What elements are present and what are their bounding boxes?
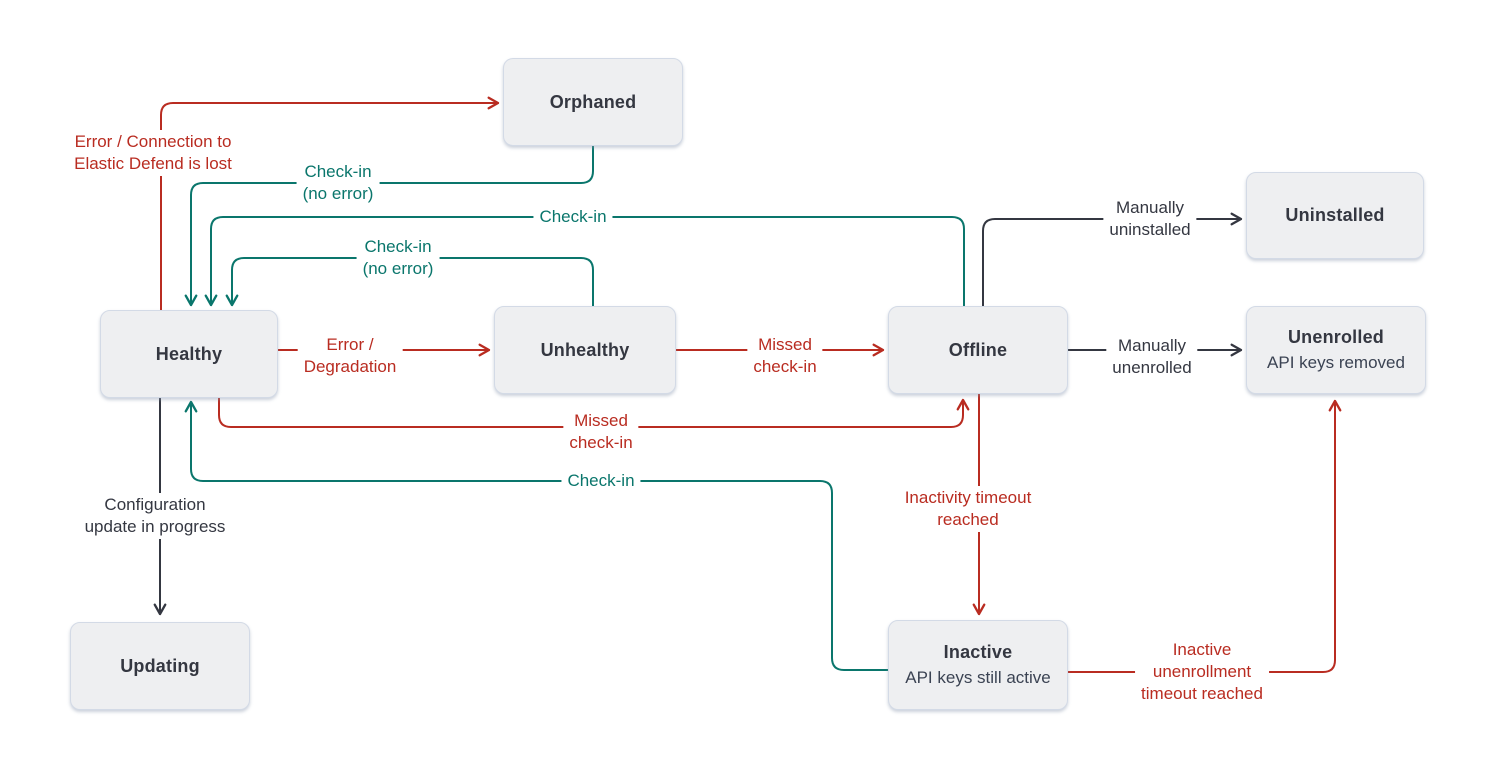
edge-label-healthy-to-updating: Configuration update in progress bbox=[78, 493, 232, 539]
node-offline: Offline bbox=[888, 306, 1068, 394]
edge-label-inactive-to-unenrolled: Inactive unenrollment timeout reached bbox=[1135, 638, 1269, 706]
edge-label-line: Missed bbox=[758, 335, 812, 354]
edge-label-line: uninstalled bbox=[1109, 220, 1191, 239]
node-uninstalled: Uninstalled bbox=[1246, 172, 1424, 259]
edge-label-healthy-to-unhealthy: Error / Degradation bbox=[297, 333, 403, 379]
node-orphaned: Orphaned bbox=[503, 58, 683, 146]
edge-label-line: Error / Connection to bbox=[74, 132, 232, 151]
edge-label-healthy-to-orphaned: Error / Connection to Elastic Defend is l… bbox=[68, 130, 238, 176]
node-subtitle-inactive: API keys still active bbox=[905, 668, 1051, 687]
edge-inactive-to-healthy bbox=[184, 400, 889, 671]
edge-label-line: Manually bbox=[1115, 198, 1185, 217]
edge-label-line: Check-in bbox=[567, 471, 635, 490]
edge-orphaned-to-healthy bbox=[184, 145, 594, 307]
edge-label-offline-to-unenrolled: Manually unenrolled bbox=[1106, 334, 1198, 380]
edge-label-line: Missed bbox=[574, 411, 628, 430]
node-title-healthy: Healthy bbox=[155, 343, 223, 364]
node-title-inactive: Inactive bbox=[943, 642, 1013, 662]
edge-label-line: Inactive bbox=[1172, 640, 1232, 659]
edge-label-offline-to-inactive: Inactivity timeout reached bbox=[898, 486, 1038, 532]
edge-label-line: Manually bbox=[1117, 336, 1187, 355]
edge-label-line: Configuration bbox=[104, 495, 206, 514]
node-subtitle-unenrolled: API keys removed bbox=[1267, 353, 1405, 372]
edge-label-line: Check-in bbox=[364, 237, 432, 256]
node-unhealthy: Unhealthy bbox=[494, 306, 676, 394]
edge-label-line: check-in bbox=[569, 433, 633, 452]
node-updating: Updating bbox=[70, 622, 250, 710]
edge-label-line: timeout reached bbox=[1141, 684, 1263, 703]
edge-label-orphaned-to-healthy: Check-in (no error) bbox=[296, 160, 380, 206]
edge-label-line: unenrolled bbox=[1112, 358, 1192, 377]
edge-inactive-to-unenrolled bbox=[1067, 399, 1342, 673]
node-title-uninstalled: Uninstalled bbox=[1285, 205, 1385, 225]
edge-label-line: Check-in bbox=[304, 162, 372, 181]
edge-label-unhealthy-to-offline: Missed check-in bbox=[747, 333, 823, 379]
node-title-offline: Offline bbox=[948, 339, 1008, 360]
edge-healthy-to-orphaned bbox=[160, 96, 500, 311]
edge-label-line: Inactivity timeout bbox=[904, 488, 1032, 507]
node-title-updating: Updating bbox=[120, 655, 200, 676]
edge-label-line: (no error) bbox=[362, 259, 434, 278]
edge-label-offline-to-healthy: Check-in bbox=[533, 205, 613, 229]
edge-label-line: Degradation bbox=[303, 357, 397, 376]
edge-label-line: reached bbox=[937, 510, 999, 529]
edge-label-unhealthy-to-healthy: Check-in (no error) bbox=[356, 235, 440, 281]
edge-label-line: update in progress bbox=[84, 517, 226, 536]
node-title-orphaned: Orphaned bbox=[549, 91, 637, 112]
edge-label-line: Check-in bbox=[539, 207, 607, 226]
edge-label-line: (no error) bbox=[302, 184, 374, 203]
edge-label-line: unenrollment bbox=[1152, 662, 1252, 681]
edge-label-line: check-in bbox=[753, 357, 817, 376]
edge-label-inactive-to-healthy: Check-in bbox=[561, 469, 641, 493]
edge-offline-to-uninstalled bbox=[982, 212, 1243, 307]
edge-label-line: Error / bbox=[326, 335, 374, 354]
node-title-unhealthy: Unhealthy bbox=[540, 339, 630, 360]
node-healthy: Healthy bbox=[100, 310, 278, 398]
edge-label-line: Elastic Defend is lost bbox=[74, 154, 232, 173]
edge-label-healthy-to-offline: Missed check-in bbox=[563, 409, 639, 455]
node-title-unenrolled: Unenrolled bbox=[1287, 327, 1384, 347]
edge-label-offline-to-uninstalled: Manually uninstalled bbox=[1103, 196, 1197, 242]
